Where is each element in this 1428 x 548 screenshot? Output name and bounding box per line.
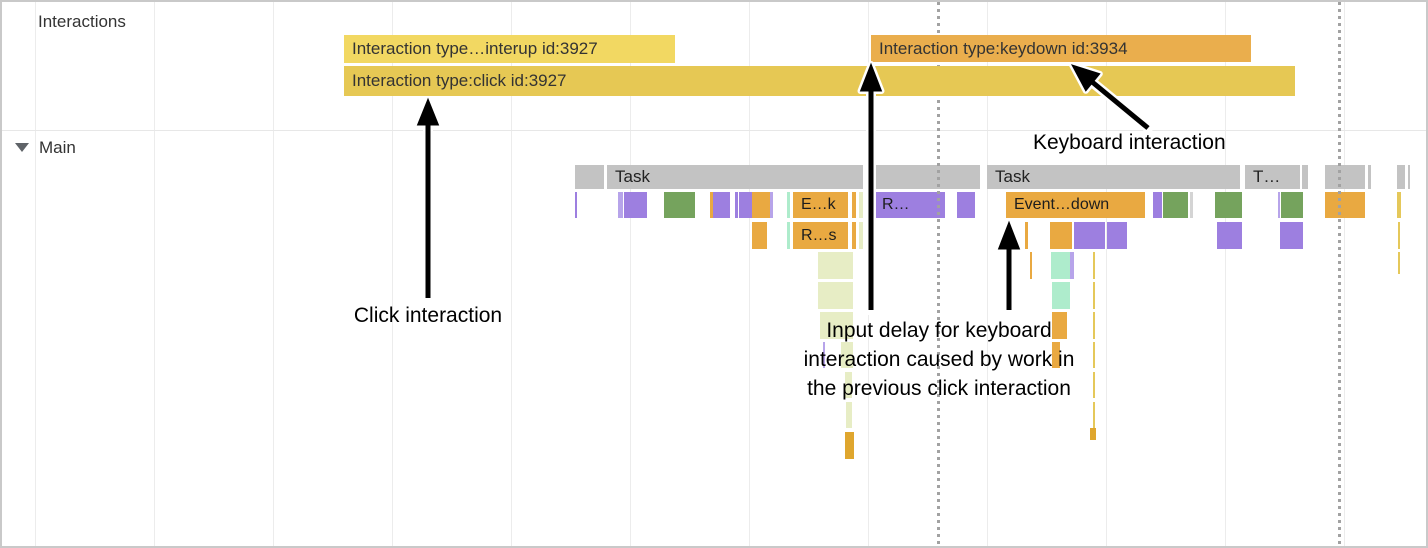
flame-segment[interactable] xyxy=(575,192,577,218)
flame-segment[interactable] xyxy=(845,372,852,398)
task-bar[interactable] xyxy=(1408,165,1410,189)
flame-segment[interactable] xyxy=(1280,222,1303,249)
gridline xyxy=(511,2,512,546)
flame-segment[interactable] xyxy=(1398,222,1400,249)
flame-segment[interactable] xyxy=(787,222,790,249)
flame-segment[interactable] xyxy=(618,192,623,218)
task-bar[interactable] xyxy=(1302,165,1308,189)
flame-segment[interactable] xyxy=(846,402,852,428)
flame-segment[interactable] xyxy=(770,192,773,218)
flame-segment[interactable] xyxy=(845,432,854,459)
interactions-track-label: Interactions xyxy=(38,12,126,31)
flame-segment[interactable] xyxy=(1325,192,1365,218)
flame-segment[interactable] xyxy=(624,192,647,218)
flame-segment[interactable] xyxy=(852,192,856,218)
flame-segment[interactable] xyxy=(820,312,853,339)
flame-segment[interactable] xyxy=(818,282,853,309)
flame-segment[interactable] xyxy=(1051,252,1070,279)
flame-segment[interactable] xyxy=(752,222,767,249)
flame-segment[interactable] xyxy=(1215,192,1242,218)
task-bar[interactable]: T… xyxy=(1245,165,1300,189)
flame-segment[interactable] xyxy=(1074,222,1105,249)
interaction-bar-pointerup[interactable]: Interaction type…interup id:3927 xyxy=(344,35,675,63)
flame-segment[interactable] xyxy=(1398,252,1400,274)
flame-segment[interactable] xyxy=(823,342,825,368)
flame-segment[interactable]: R…s xyxy=(793,222,848,249)
flame-segment[interactable] xyxy=(735,192,738,218)
flame-segment[interactable] xyxy=(841,342,853,368)
gridline xyxy=(35,2,36,546)
gridline xyxy=(749,2,750,546)
click-arrow-head xyxy=(416,97,440,126)
gridline xyxy=(1106,2,1107,546)
flame-segment[interactable] xyxy=(859,222,863,249)
input-delay-annotation: Input delay for keyboard interaction cau… xyxy=(803,319,1075,400)
flame-segment[interactable] xyxy=(852,222,856,249)
interaction-bar-keydown[interactable]: Interaction type:keydown id:3934 xyxy=(871,35,1251,62)
flame-segment[interactable] xyxy=(1050,222,1072,249)
task-bar[interactable] xyxy=(1397,165,1405,189)
flame-segment[interactable] xyxy=(818,252,853,279)
interaction-bar-click[interactable]: Interaction type:click id:3927 xyxy=(344,66,1295,96)
task-bar[interactable] xyxy=(874,165,980,189)
task-bar[interactable] xyxy=(575,165,604,189)
flame-segment[interactable] xyxy=(1153,192,1162,218)
dotted-guide-line xyxy=(937,2,940,546)
flame-segment[interactable] xyxy=(664,192,695,218)
dotted-guide-line xyxy=(1338,2,1341,546)
flame-segment[interactable] xyxy=(1052,282,1070,309)
task-bar[interactable] xyxy=(1368,165,1371,189)
flame-segment[interactable]: Event…down xyxy=(1006,192,1145,218)
flame-segment[interactable] xyxy=(1093,372,1095,398)
flame-segment[interactable] xyxy=(710,192,713,218)
flame-segment[interactable] xyxy=(739,192,752,218)
flame-segment[interactable] xyxy=(1070,252,1074,279)
flame-segment[interactable]: R… xyxy=(874,192,945,218)
flame-segment[interactable] xyxy=(1093,312,1095,339)
flame-segment[interactable] xyxy=(1093,402,1095,428)
main-track-label: Main xyxy=(39,138,76,157)
flame-segment[interactable] xyxy=(713,192,730,218)
flame-segment[interactable] xyxy=(1281,192,1303,218)
task-bar[interactable] xyxy=(1325,165,1365,189)
flame-segment[interactable] xyxy=(1093,342,1095,368)
task-bar[interactable]: Task xyxy=(987,165,1240,189)
gridline xyxy=(392,2,393,546)
flame-segment[interactable] xyxy=(1107,222,1127,249)
flame-segment[interactable] xyxy=(1030,252,1032,279)
flame-segment[interactable] xyxy=(1052,342,1060,368)
flame-segment[interactable] xyxy=(1090,428,1096,440)
gridline xyxy=(987,2,988,546)
flame-segment[interactable] xyxy=(1190,192,1193,218)
task-bar[interactable]: Task xyxy=(607,165,863,189)
gridline xyxy=(1344,2,1345,546)
click-interaction-annotation: Click interaction xyxy=(353,304,503,327)
gridline xyxy=(273,2,274,546)
flame-segment[interactable]: E…k xyxy=(793,192,848,218)
flame-segment[interactable] xyxy=(957,192,975,218)
flame-segment[interactable] xyxy=(1278,192,1280,218)
flame-segment[interactable] xyxy=(1093,252,1095,279)
gridline xyxy=(1225,2,1226,546)
flame-segment[interactable] xyxy=(1163,192,1188,218)
input-delay-arrow-right-head xyxy=(997,220,1021,250)
flame-segment[interactable] xyxy=(752,192,770,218)
flame-segment[interactable] xyxy=(1093,282,1095,309)
flame-segment[interactable] xyxy=(1025,222,1028,249)
flame-segment[interactable] xyxy=(1397,192,1401,218)
track-separator xyxy=(2,130,1426,131)
main-track-expander-icon[interactable] xyxy=(15,143,29,152)
flame-segment[interactable] xyxy=(1217,222,1242,249)
flame-segment[interactable] xyxy=(859,192,863,218)
keyboard-interaction-annotation: Keyboard interaction xyxy=(1033,131,1226,154)
gridline xyxy=(630,2,631,546)
flame-segment[interactable] xyxy=(1052,312,1067,339)
gridline xyxy=(154,2,155,546)
flame-segment[interactable] xyxy=(787,192,790,218)
